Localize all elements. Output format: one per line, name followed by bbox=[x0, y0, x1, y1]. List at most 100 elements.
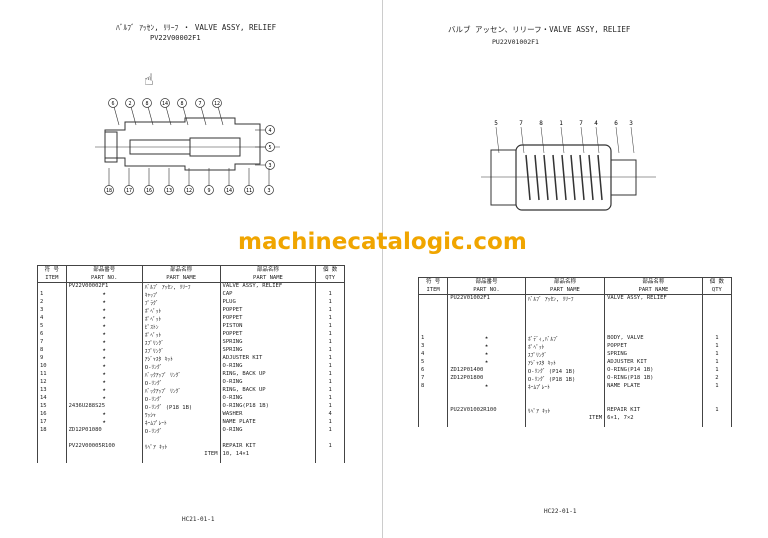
part-name-en-cell bbox=[604, 319, 703, 327]
item-cell: 16 bbox=[37, 411, 67, 419]
item-cell: 3 bbox=[37, 307, 67, 315]
part-name-en-cell: POPPET bbox=[604, 343, 703, 351]
part-name-en-cell: NAME PLATE bbox=[219, 419, 317, 427]
item-cell: 11 bbox=[37, 371, 67, 379]
callout-circle bbox=[244, 185, 254, 195]
callout-number: 17 bbox=[126, 188, 132, 194]
table-row bbox=[417, 303, 733, 311]
part-name-en-cell: ADJUSTER KIT bbox=[604, 359, 703, 367]
header-jp: 部品名称 bbox=[256, 267, 279, 273]
qty-cell: 1 bbox=[315, 339, 345, 347]
item-cell bbox=[417, 311, 449, 319]
part-no-cell bbox=[65, 451, 143, 459]
part-name-en-cell bbox=[219, 435, 317, 443]
spring-coil bbox=[579, 154, 585, 201]
header-jp: 部品名称 bbox=[170, 267, 193, 273]
part-no-cell: ★ bbox=[65, 387, 143, 395]
callout-circle bbox=[124, 185, 134, 195]
part-name-jp-cell bbox=[524, 399, 606, 407]
item-cell: 9 bbox=[37, 355, 67, 363]
part-no-cell: ★ bbox=[447, 383, 526, 391]
item-cell: 12 bbox=[37, 379, 67, 387]
part-name-en-cell bbox=[604, 303, 703, 311]
header-jp: 符 号 bbox=[44, 267, 59, 273]
column-header: 部品名称 PART NAME bbox=[524, 277, 606, 295]
part-name-en-cell bbox=[604, 391, 703, 399]
callout-number: 7 bbox=[198, 101, 201, 107]
header-jp: 部品名称 bbox=[553, 279, 576, 285]
part-name-jp-cell: ﾘﾍﾟｱ ｷｯﾄ bbox=[141, 443, 221, 451]
left-assembly-code: PV22V00002F1 bbox=[150, 34, 201, 42]
part-name-jp-cell: ﾎﾟﾍﾟｯﾄ bbox=[141, 315, 221, 323]
part-name-jp-cell bbox=[524, 327, 606, 335]
left-page: ﾊﾞﾙﾌﾞ ｱｯｾﾝ, ﾘﾘｰﾌ ・ VALVE ASSY, RELIEF PV… bbox=[0, 0, 383, 538]
item-cell: 4 bbox=[37, 315, 67, 323]
item-cell bbox=[417, 303, 449, 311]
part-name-en-cell bbox=[604, 311, 703, 319]
spacer-cell bbox=[37, 459, 67, 463]
part-no-cell: PV22V00005R100 bbox=[65, 443, 143, 451]
part-name-en-cell: O-RING bbox=[219, 395, 317, 403]
part-name-jp-cell: ﾈｰﾑﾌﾟﾚｰﾄ bbox=[524, 383, 606, 391]
callout-circle bbox=[212, 98, 222, 108]
part-name-jp-cell: O-ﾘﾝｸﾞ (P14 1B) bbox=[524, 367, 606, 375]
part-no-cell: ★ bbox=[65, 339, 143, 347]
part-name-en-cell: O-RING(P18 1B) bbox=[219, 403, 317, 411]
part-name-en-cell: O-RING(P14 1B) bbox=[604, 367, 703, 375]
callout-circle bbox=[177, 98, 187, 108]
part-name-en-cell: REPAIR KIT bbox=[219, 443, 317, 451]
spacer-cell bbox=[315, 459, 345, 463]
callout-number: 5 bbox=[268, 145, 271, 151]
qty-cell: 1 bbox=[315, 403, 345, 411]
qty-cell bbox=[701, 399, 733, 407]
callout-circle bbox=[144, 185, 154, 195]
part-name-jp-cell: ﾊﾞﾙﾌﾞ ｱｯｾﾝ, ﾘﾘｰﾌ bbox=[524, 294, 606, 303]
part-name-jp-cell: ｱｼﾞｬｽﾀ ｷｯﾄ bbox=[141, 355, 221, 363]
valve-body-outline bbox=[104, 117, 261, 171]
qty-cell: 1 bbox=[315, 355, 345, 363]
part-no-cell: PU22V01002R100 bbox=[447, 407, 526, 415]
header-en: PART NAME bbox=[550, 287, 580, 293]
part-name-jp-cell: O-ﾘﾝｸﾞ (P18 1B) bbox=[524, 375, 606, 383]
callout-number: 7 bbox=[519, 120, 523, 127]
part-name-en-cell: POPPET bbox=[219, 331, 317, 339]
callout-number: 7 bbox=[579, 120, 583, 127]
header-en: PART NAME bbox=[638, 287, 669, 293]
part-name-en-cell: WASHER bbox=[219, 411, 317, 419]
callout-circle bbox=[204, 185, 214, 195]
spacer-cell bbox=[524, 423, 606, 427]
right-page: バルブ アッセン、リリーフ・VALVE ASSY, RELIEF PU22V01… bbox=[386, 0, 768, 538]
item-cell: 7 bbox=[37, 339, 67, 347]
part-no-cell: PV22V00002F1 bbox=[65, 282, 143, 291]
part-name-jp-cell: O-ﾘﾝｸﾞ bbox=[141, 395, 221, 403]
header-en: QTY bbox=[325, 275, 336, 281]
qty-cell bbox=[315, 282, 345, 291]
part-name-jp-cell: ﾎﾟﾍﾟｯﾄ bbox=[141, 307, 221, 315]
hand-cursor-icon: ☝ bbox=[144, 70, 154, 89]
part-name-en-cell: BODY, VALVE bbox=[604, 335, 703, 343]
header-en: PART NO. bbox=[90, 275, 118, 281]
table-row bbox=[417, 319, 733, 327]
callout-circle bbox=[108, 98, 118, 108]
qty-cell: 1 bbox=[701, 367, 733, 375]
part-name-jp-cell: ITEM bbox=[524, 415, 606, 423]
part-no-cell: ZD12P01400 bbox=[447, 367, 526, 375]
part-no-cell: ★ bbox=[447, 351, 526, 359]
part-name-en-cell: O-RING bbox=[219, 379, 317, 387]
qty-cell: 1 bbox=[315, 307, 345, 315]
item-cell: 15 bbox=[37, 403, 67, 411]
callout-circle bbox=[264, 185, 274, 195]
callout-circle bbox=[125, 98, 135, 108]
item-cell bbox=[417, 399, 449, 407]
callout-number: 9 bbox=[207, 188, 210, 194]
